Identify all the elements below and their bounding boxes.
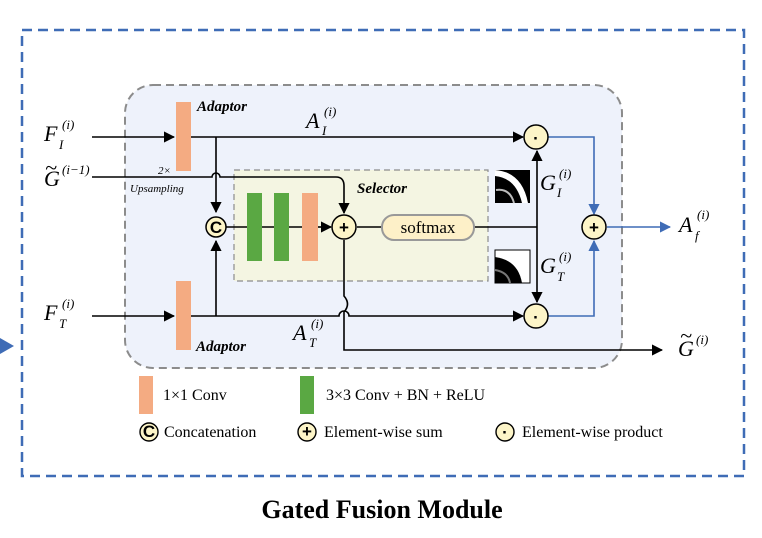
label-at: A T (i) [291, 316, 323, 350]
svg-text:~: ~ [45, 155, 57, 180]
selector-conv1x1 [302, 193, 318, 261]
input-ft: F T (i) [43, 296, 74, 331]
svg-text:A: A [304, 108, 320, 133]
svg-text:C: C [143, 422, 155, 441]
svg-text:(i): (i) [696, 332, 708, 347]
legend-concat-text: Concatenation [164, 424, 256, 441]
input-fi: F I (i) [43, 117, 74, 152]
output-g: ~ G (i) [678, 323, 708, 361]
product-bottom-node: · [523, 303, 549, 329]
concat-symbol: C [210, 218, 222, 237]
svg-text:F: F [43, 300, 58, 325]
selector-conv3x3-2 [274, 193, 289, 261]
svg-text:T: T [557, 269, 565, 284]
label-gt: G T (i) [540, 249, 571, 284]
label-ai: A I (i) [304, 104, 336, 138]
svg-text:(i): (i) [697, 207, 709, 222]
svg-text:A: A [291, 320, 307, 345]
softmax-label: softmax [401, 218, 456, 237]
svg-text:T: T [309, 335, 317, 350]
svg-text:f: f [695, 228, 701, 243]
concat-node: C [205, 216, 227, 238]
svg-text:(i): (i) [324, 104, 336, 119]
wire-g-prev [92, 172, 350, 215]
wire-product-top-to-sum [548, 136, 600, 216]
final-sum-node: + [581, 214, 607, 240]
legend-conv3x3-text: 3×3 Conv + BN + ReLU [326, 387, 486, 404]
svg-text:I: I [556, 185, 562, 200]
legend-conv3x3-swatch [300, 376, 314, 414]
svg-text:(i−1): (i−1) [62, 162, 90, 177]
product-top-symbol: · [533, 129, 539, 148]
legend-sum-icon: + [297, 422, 317, 442]
svg-text:(i): (i) [62, 117, 74, 132]
legend-sum-text: Element-wise sum [324, 424, 443, 441]
gate-image-top [495, 170, 530, 204]
svg-text:G: G [678, 336, 694, 361]
softmax-box [381, 214, 475, 241]
svg-text:~: ~ [680, 323, 692, 348]
wire-product-bottom-to-sum [548, 239, 600, 317]
svg-text:G: G [540, 253, 556, 278]
svg-text:F: F [43, 121, 58, 146]
output-af: A f (i) [677, 207, 709, 243]
adaptor-top-label: Adaptor [196, 99, 247, 115]
selector-label: Selector [357, 181, 407, 197]
legend-product-icon: · [495, 422, 515, 442]
legend-conv1x1-swatch [139, 376, 153, 414]
svg-text:T: T [59, 316, 67, 331]
wire-g-out [343, 240, 664, 356]
gate-image-bottom [494, 249, 531, 284]
svg-text:G: G [44, 166, 60, 191]
label-gi: G I (i) [540, 166, 571, 200]
outer-module-frame [20, 28, 746, 478]
svg-text:(i): (i) [559, 249, 571, 264]
selector-sum-node: + [331, 214, 357, 240]
upsampling-factor: 2× [158, 165, 171, 177]
adaptor-top-conv [176, 102, 191, 171]
diagram-title: Gated Fusion Module [261, 495, 502, 524]
legend-conv1x1-text: 1×1 Conv [163, 387, 227, 404]
svg-text:A: A [677, 212, 693, 237]
adaptor-bottom-conv [176, 281, 191, 350]
final-sum-symbol: + [589, 218, 599, 237]
input-g-prev: ~ G (i−1) [44, 155, 90, 191]
adaptor-bottom-label: Adaptor [195, 339, 246, 355]
legend-product-text: Element-wise product [522, 424, 663, 441]
upsampling-label: Upsampling [130, 183, 184, 195]
svg-text:+: + [302, 422, 312, 441]
product-bottom-symbol: · [533, 308, 539, 327]
svg-text:(i): (i) [62, 296, 74, 311]
svg-text:(i): (i) [311, 316, 323, 331]
svg-text:G: G [540, 170, 556, 195]
selector-sum-symbol: + [339, 218, 349, 237]
product-top-node: · [523, 124, 549, 150]
selector-conv3x3-1 [247, 193, 262, 261]
incoming-arrow-icon [0, 338, 14, 354]
svg-text:I: I [321, 123, 327, 138]
svg-text:(i): (i) [559, 166, 571, 181]
legend-concat-icon: C [139, 422, 159, 442]
svg-text:·: · [502, 423, 508, 442]
svg-text:I: I [58, 137, 64, 152]
